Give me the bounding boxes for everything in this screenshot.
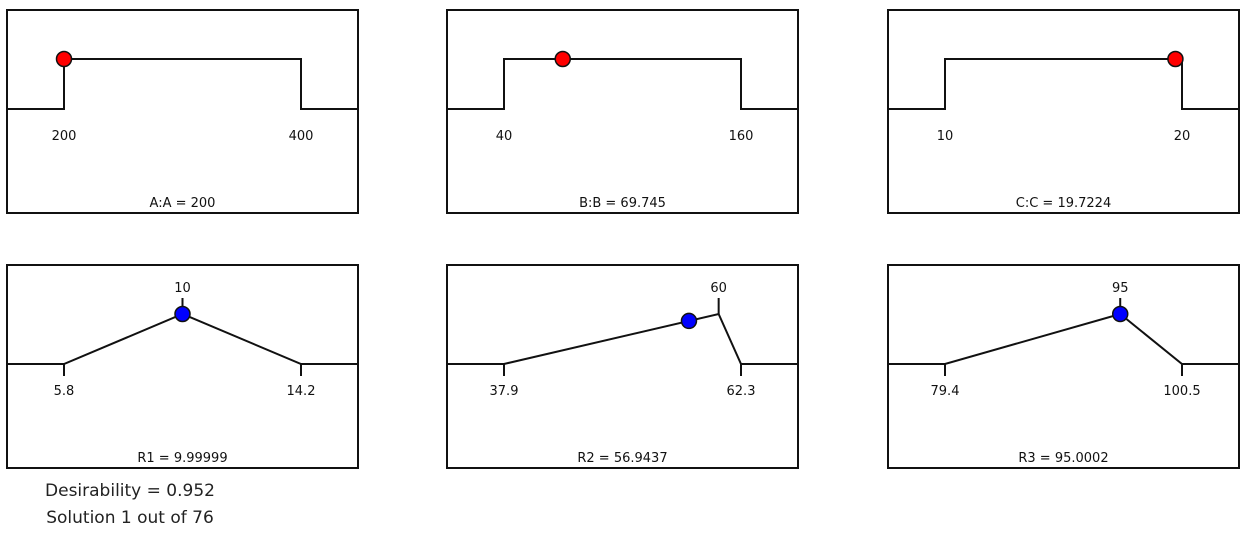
- panel-border: [887, 264, 1240, 469]
- high-tick-label: 100.5: [1163, 384, 1200, 399]
- high-tick-label: 160: [729, 129, 754, 144]
- response-value-label: R3 = 95.0002: [1018, 451, 1108, 466]
- low-tick-label: 10: [937, 129, 954, 144]
- panel-border: [6, 9, 359, 214]
- response-panel-r3: 79.4 100.5 95 R3 = 95.0002: [887, 264, 1240, 469]
- target-tick-label: 95: [1112, 281, 1129, 296]
- desirability-label: Desirability = 0.952: [45, 481, 215, 501]
- low-tick-label: 5.8: [54, 384, 75, 399]
- factor-ramp-line: [6, 58, 359, 110]
- response-prediction-point: [174, 305, 191, 323]
- low-tick-label: 79.4: [931, 384, 960, 399]
- response-prediction-point: [1111, 305, 1129, 323]
- response-value-label: R2 = 56.9437: [577, 451, 667, 466]
- panel-border: [446, 264, 799, 469]
- high-tick-label: 14.2: [287, 384, 316, 399]
- factor-setting-point: [55, 50, 73, 68]
- low-tick-label: 200: [52, 129, 77, 144]
- factor-setting-point: [1167, 50, 1184, 68]
- low-tick-label: 37.9: [490, 384, 519, 399]
- low-tick-label: 40: [496, 129, 513, 144]
- high-tick-label: 20: [1174, 129, 1191, 144]
- factor-value-label: B:B = 69.745: [579, 196, 666, 211]
- factor-setting-point: [554, 50, 571, 68]
- target-tick-label: 10: [174, 281, 191, 296]
- response-prediction-point: [680, 312, 698, 330]
- high-tick-label: 400: [289, 129, 314, 144]
- factor-ramp-line: [446, 58, 799, 110]
- response-panel-r2: 37.9 62.3 60 R2 = 56.9437: [446, 264, 799, 469]
- response-panel-r1: 5.8 14.2 10 R1 = 9.99999: [6, 264, 359, 469]
- factor-ramp-line: [887, 58, 1240, 110]
- high-tick-label: 62.3: [727, 384, 756, 399]
- panel-border: [446, 9, 799, 214]
- response-value-label: R1 = 9.99999: [137, 451, 227, 466]
- solution-label: Solution 1 out of 76: [46, 508, 214, 528]
- panel-border: [887, 9, 1240, 214]
- factor-value-label: C:C = 19.7224: [1016, 196, 1111, 211]
- target-tick-label: 60: [710, 281, 727, 296]
- factor-value-label: A:A = 200: [150, 196, 216, 211]
